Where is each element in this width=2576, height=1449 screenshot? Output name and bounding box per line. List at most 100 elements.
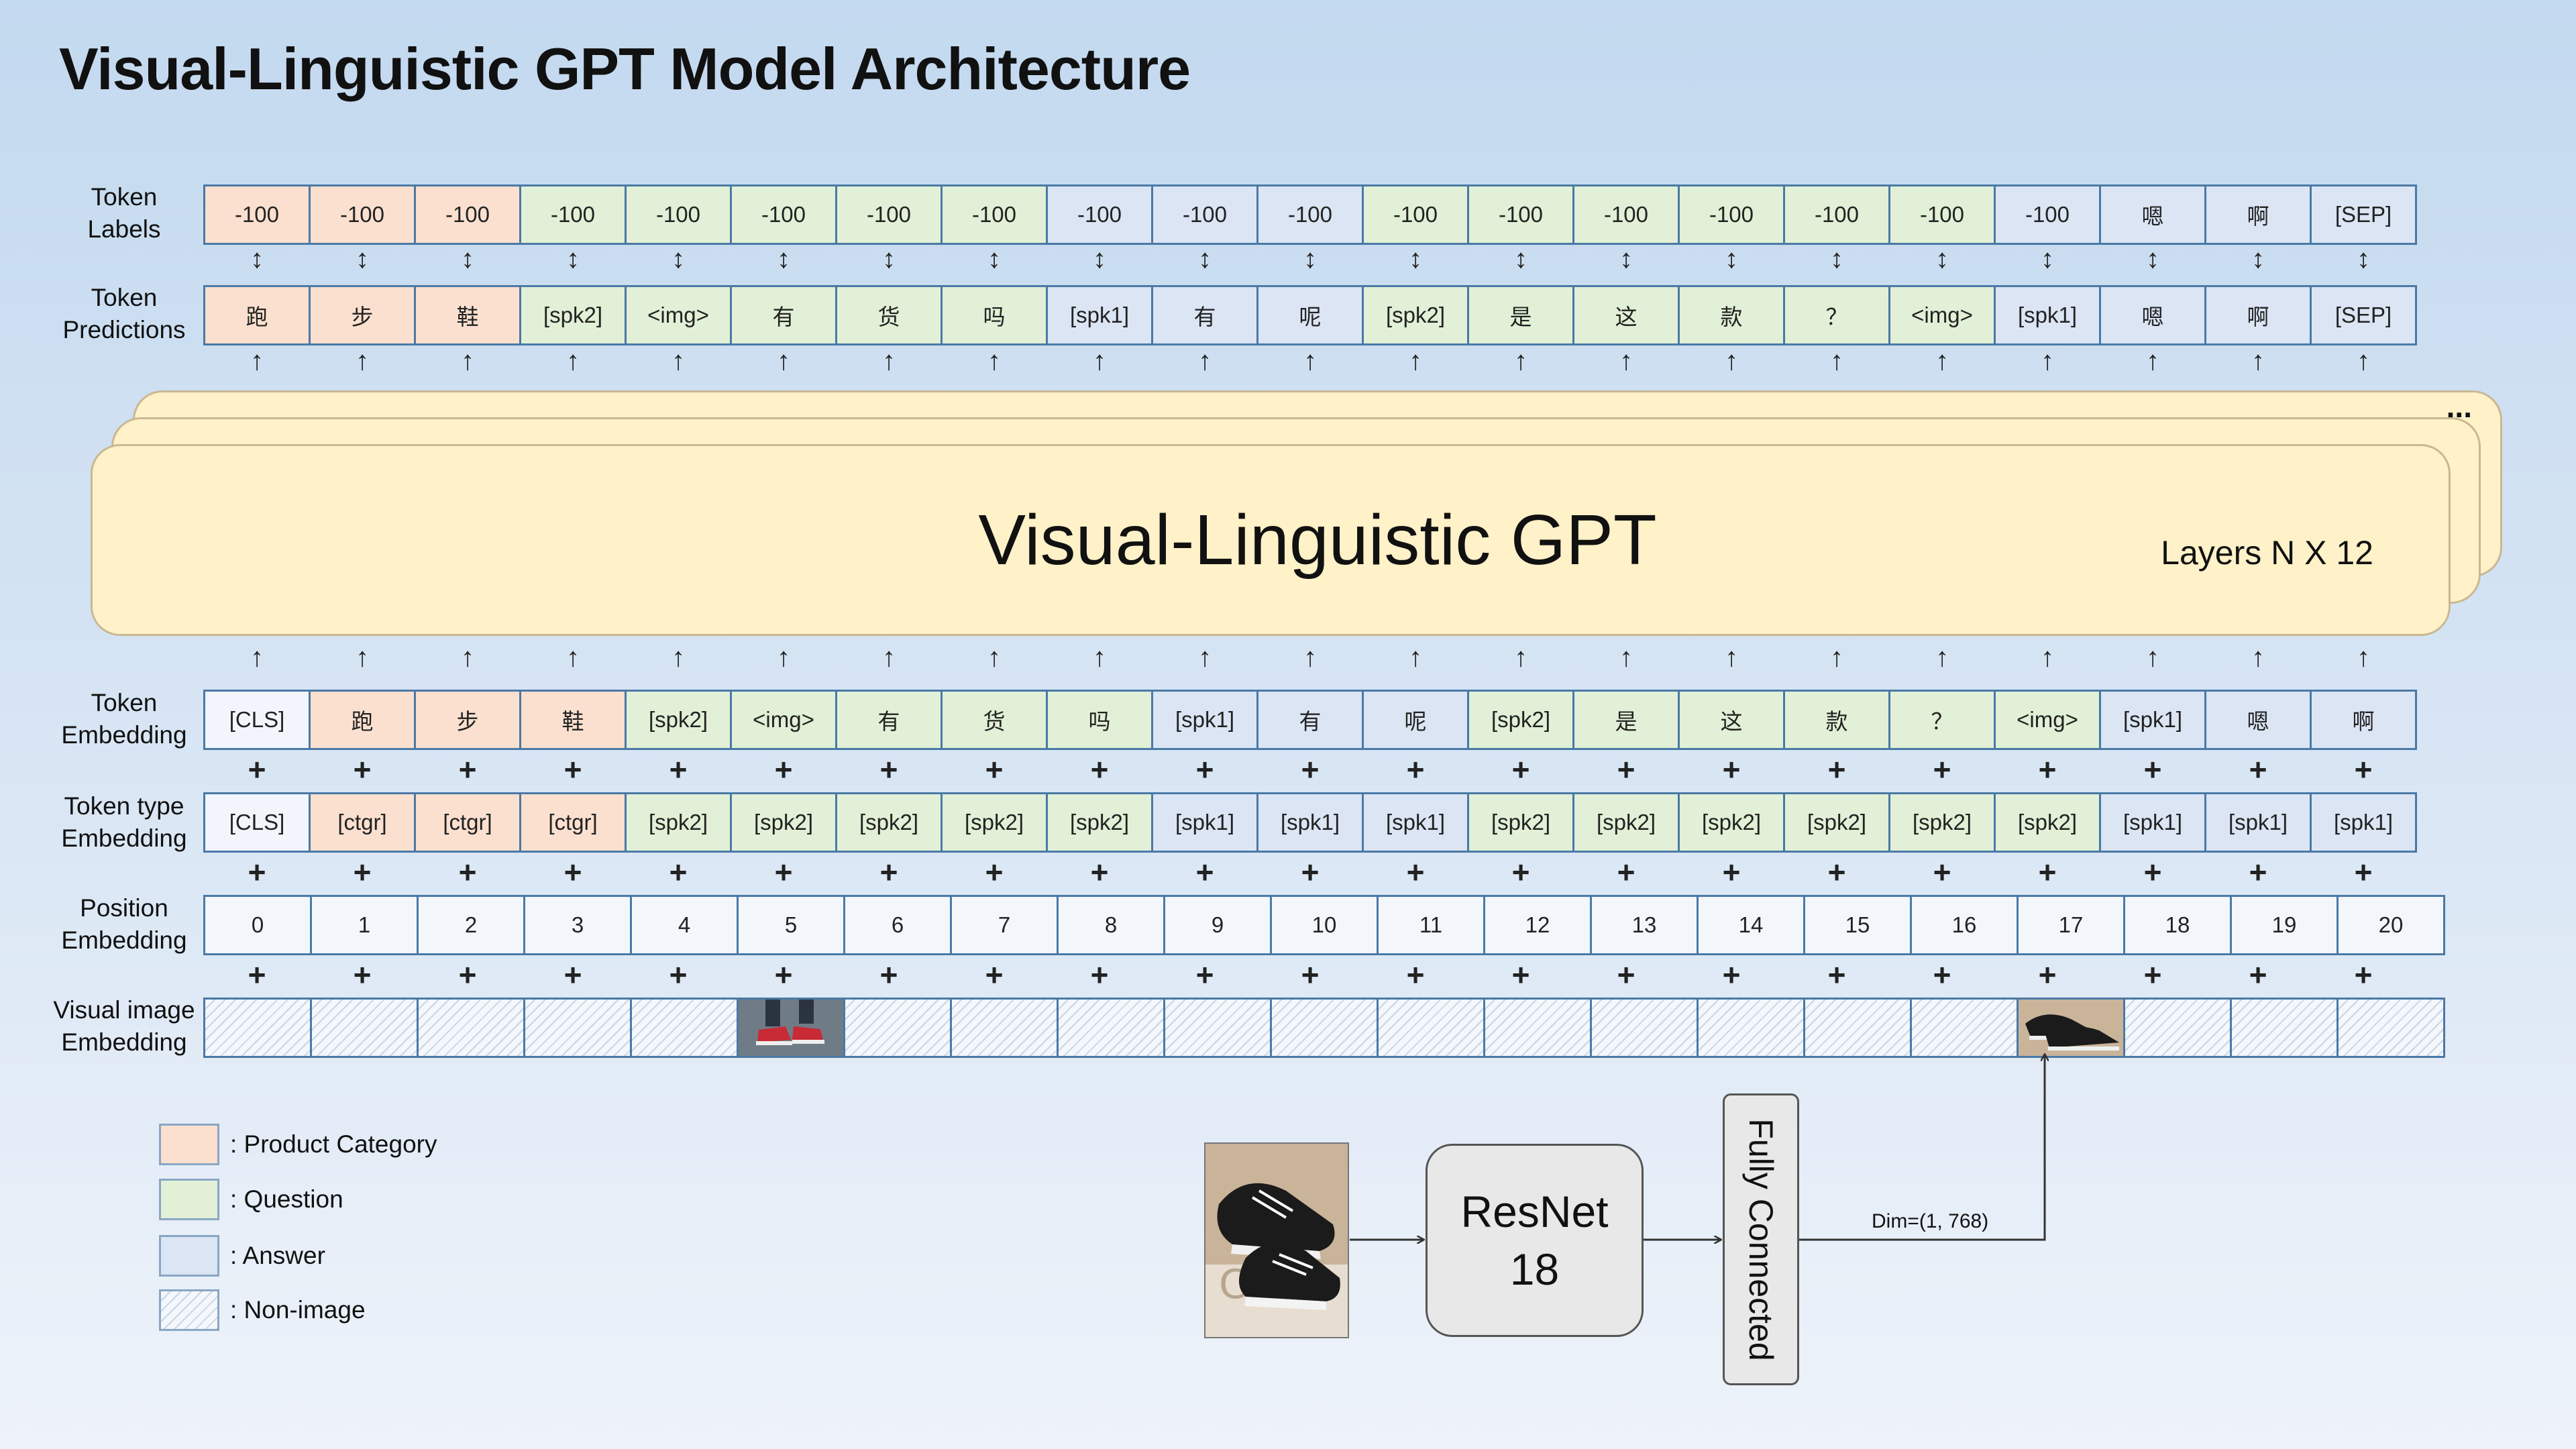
- token-cell: 是: [1467, 285, 1574, 345]
- arrow-icon: ↑: [1514, 643, 1527, 672]
- plus-symbol: +: [1722, 752, 1741, 787]
- token-cell: -100: [414, 184, 521, 245]
- legend-non-image: : Non-image: [159, 1289, 366, 1331]
- plus-symbol: +: [1301, 957, 1320, 992]
- plus-symbol: +: [2249, 957, 2267, 992]
- non-image-cell: [1697, 998, 1805, 1058]
- sneaker-legs-thumbnail: [739, 1000, 843, 1056]
- token-cell: [spk1]: [2310, 792, 2417, 853]
- token-cell: -100: [1888, 184, 1996, 245]
- token-cell: 这: [1678, 690, 1785, 750]
- token-cell: -100: [941, 184, 1048, 245]
- plus-symbol: +: [1301, 752, 1320, 787]
- token-cell: 13: [1590, 895, 1699, 955]
- plus-symbol: +: [1090, 752, 1109, 787]
- plus-symbol: +: [564, 752, 582, 787]
- arrow-icon: ↑: [1935, 346, 1949, 376]
- arrow-icon: ↕: [2251, 244, 2265, 274]
- plus-symbol: +: [1090, 855, 1109, 890]
- arrow-icon: ↕: [1198, 244, 1212, 274]
- token-cell: [spk2]: [730, 792, 837, 853]
- token-cell: 款: [1678, 285, 1785, 345]
- non-image-cell: [1910, 998, 2019, 1058]
- token-cell: 9: [1163, 895, 1272, 955]
- token-cell: 18: [2123, 895, 2232, 955]
- arrow-icon: ↑: [1198, 346, 1212, 376]
- token-predictions-row: 跑步鞋[spk2]<img>有货吗[spk1]有呢[spk2]是这款？<img>…: [203, 285, 2417, 345]
- arrow-icon: ↕: [1303, 244, 1317, 274]
- plus-symbol: +: [2354, 752, 2373, 787]
- non-image-cell: [417, 998, 525, 1058]
- gpt-title: Visual-Linguistic GPT: [978, 500, 1657, 580]
- arrow-icon: ↑: [1093, 346, 1106, 376]
- arrow-icon: ↕: [987, 244, 1001, 274]
- arrow-icon: ↕: [461, 244, 474, 274]
- token-cell: -100: [1678, 184, 1785, 245]
- token-cell: 3: [523, 895, 632, 955]
- arrow-icon: ↕: [777, 244, 790, 274]
- plus-symbol: +: [1511, 752, 1530, 787]
- arrow-icon: ↑: [882, 643, 896, 672]
- plus-symbol: +: [458, 957, 477, 992]
- token-cell: -100: [835, 184, 943, 245]
- token-cell: 20: [2337, 895, 2445, 955]
- token-cell: [spk2]: [519, 285, 627, 345]
- plus-symbol: +: [1511, 855, 1530, 890]
- arrow-icon: ↕: [2146, 244, 2159, 274]
- gpt-block: Visual-Linguistic GPT Layers N X 12: [91, 444, 2451, 636]
- plus-symbol: +: [1511, 957, 1530, 992]
- plus-symbol: +: [669, 855, 688, 890]
- arrow-icon: ↑: [2146, 643, 2159, 672]
- token-cell: 7: [950, 895, 1059, 955]
- non-image-cell: [843, 998, 952, 1058]
- image-embedding-cell: [737, 998, 845, 1058]
- token-cell: ？: [1888, 690, 1996, 750]
- token-cell: 11: [1377, 895, 1485, 955]
- token-cell: -100: [1467, 184, 1574, 245]
- plus-symbol: +: [2038, 957, 2057, 992]
- non-image-cell: [1590, 998, 1699, 1058]
- legend-swatch-non-image: [159, 1289, 219, 1331]
- plus-symbol: +: [1406, 752, 1425, 787]
- legend-swatch-question: [159, 1179, 219, 1220]
- token-cell: -100: [1256, 184, 1364, 245]
- plus-symbol: +: [353, 855, 372, 890]
- arrow-icon: ↑: [2146, 346, 2159, 376]
- token-cell: 有: [1151, 285, 1258, 345]
- token-cell: [spk1]: [1151, 690, 1258, 750]
- shoe-image: CL: [1205, 1144, 1348, 1337]
- plus-symbol: +: [2038, 752, 2057, 787]
- plus-symbol: +: [2249, 752, 2267, 787]
- plus-symbol: +: [1195, 957, 1214, 992]
- plus-symbol: +: [1301, 855, 1320, 890]
- plus-symbol: +: [774, 752, 793, 787]
- token-cell: 鞋: [519, 690, 627, 750]
- token-embedding-row: [CLS]跑步鞋[spk2]<img>有货吗[spk1]有呢[spk2]是这款？…: [203, 690, 2417, 750]
- arrow-icon: ↑: [2357, 346, 2370, 376]
- plus-symbol: +: [1722, 855, 1741, 890]
- token-cell: -100: [1046, 184, 1153, 245]
- plus-symbol: +: [1827, 855, 1846, 890]
- token-cell: 吗: [941, 285, 1048, 345]
- plus-symbol: +: [2143, 752, 2162, 787]
- plus-symbol: +: [1933, 957, 1951, 992]
- token-cell: 鞋: [414, 285, 521, 345]
- token-cell: -100: [625, 184, 732, 245]
- arrow-icon: ↑: [356, 643, 369, 672]
- arrow-icon: ↑: [672, 346, 685, 376]
- plus-symbol: +: [2354, 855, 2373, 890]
- legend-swatch-category: [159, 1124, 219, 1165]
- arrow-icon: ↕: [1514, 244, 1527, 274]
- arrow-icon: ↑: [1725, 346, 1738, 376]
- plus-symbol: +: [669, 752, 688, 787]
- token-cell: [CLS]: [203, 792, 311, 853]
- token-cell: [spk1]: [2099, 792, 2206, 853]
- token-cell: 有: [1256, 690, 1364, 750]
- token-cell: -100: [203, 184, 311, 245]
- arrow-icon: ↑: [2251, 643, 2265, 672]
- diagram-title: Visual-Linguistic GPT Model Architecture: [59, 36, 1191, 102]
